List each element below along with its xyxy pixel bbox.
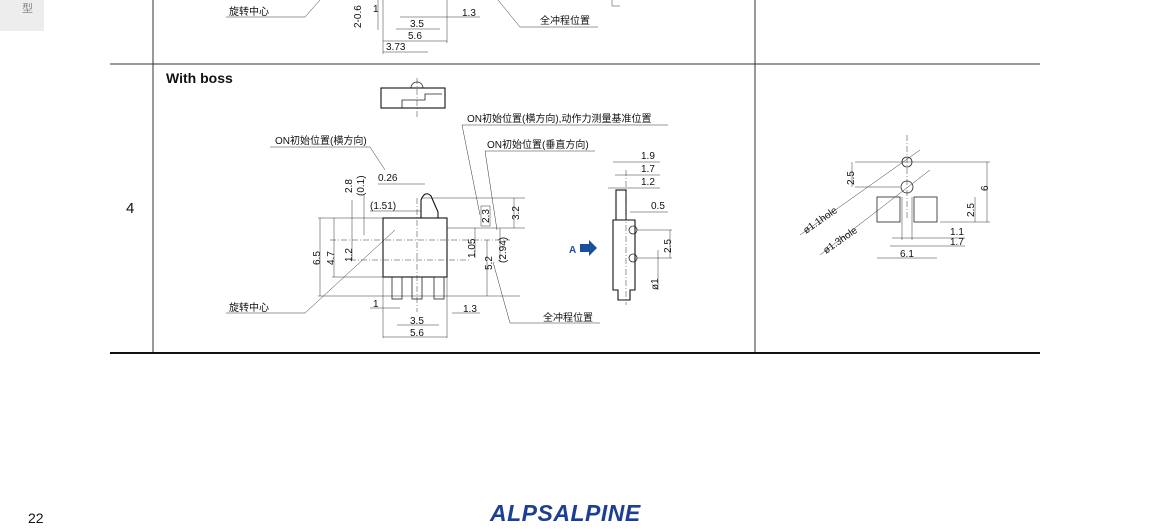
dim-label: 4.7 [326,251,337,265]
section-side-tab: 型 [0,0,44,31]
view-arrow-icon [580,240,597,256]
full-stroke-label: 全冲程位置 [543,311,593,324]
dim-label: 2.5 [966,203,977,217]
view-a-label: A [569,245,576,256]
dim-label: 6 [980,185,991,191]
full-stroke-label: 全冲程位置 [540,14,590,27]
drawing-stroke [612,219,636,301]
dim-label: 1.2 [641,177,655,188]
dim-label: 5.2 [484,256,495,270]
switch-dimension-drawing: ON初始位置(横方向),动作力测量基准位置 ON初始位置(横方向) ON初始位置… [226,78,668,339]
dim-label: (2.94) [498,237,509,263]
table-grid [110,0,1040,354]
drawing-stroke [913,196,938,223]
on-horizontal-label: ON初始位置(横方向) [275,134,367,147]
drawing-stroke [615,189,627,221]
dim-label: 3.5 [410,19,424,30]
on-vertical-label: ON初始位置(垂直方向) [487,138,589,151]
dim-label: 1.3 [462,8,476,19]
drawing-stroke [391,276,403,300]
dim-label: 0.5 [651,201,665,212]
dim-label: 6.1 [900,249,914,260]
rotation-center-label: 旋转中心 [229,5,269,18]
drawing-stroke [401,93,442,108]
dim-label: (1.51) [370,201,396,212]
dim-label: ø1 [650,278,661,290]
dim-label: (0.1) [356,175,367,196]
drawing-stroke [484,150,498,231]
drawing-stroke [799,149,921,236]
dim-label: 2.5 [663,239,674,253]
dim-label: 2-0.6 [353,5,364,28]
drawing-stroke [226,229,396,314]
dim-label: 5.6 [408,31,422,42]
drawing-stroke [369,146,386,171]
dim-label: 1.3 [463,304,477,315]
dim-label: 5.6 [410,328,424,339]
dim-label: 2.3 [481,209,492,223]
pcb-layout-drawing: 2.5 6 2.5 ø1.1hole ø1.3hole 1.1 1.7 6.1 [799,135,991,260]
hole-label: ø1.3hole [821,225,860,257]
dim-label: 1 [373,299,379,310]
drawing-stroke [611,0,620,7]
row-number: 4 [126,200,135,217]
on-horizontal-force-ref-label: ON初始位置(横方向),动作力测量基准位置 [467,112,651,125]
dim-label: 1.05 [467,238,478,258]
side-tab-label: 型 [22,3,33,15]
dim-label: 1.7 [641,164,655,175]
variant-title: With boss [166,70,233,86]
page-number: 22 [28,510,44,526]
drawing-stroke [380,87,446,109]
dim-label: 3.73 [386,42,406,53]
dim-label: 3.2 [511,206,522,220]
rotation-center-label: 旋转中心 [229,301,269,314]
drawing-stroke [480,205,491,227]
drawing-stroke [497,0,598,28]
dim-label: 1 [373,4,379,15]
dim-label: 1.7 [950,237,964,248]
drawing-stroke [819,169,931,256]
drawing-stroke [420,193,439,219]
dim-label: 6.5 [312,251,323,265]
dim-label: 2.5 [846,171,857,185]
side-view-drawing: A 1.9 1.7 1.2 0.5 2.5 ø1 [569,151,674,305]
dim-label: 2.8 [344,179,355,193]
dim-label: 3.5 [410,316,424,327]
drawing-stroke [900,180,914,194]
drawing-stroke [382,217,448,278]
drawing-stroke [876,196,901,223]
dim-label: 1.2 [344,248,355,262]
drawing-stroke [226,0,321,18]
drawing-stroke [492,261,600,324]
previous-row-drawing: 旋转中心 2-0.6 1 1.3 3.5 5.6 3.73 全冲程位置 [226,0,620,54]
drawing-stroke [461,124,481,216]
hole-label: ø1.1hole [801,205,840,237]
alpsalpine-logo: ALPSALPINE [490,500,641,526]
drawing-stroke [433,276,445,300]
dim-label: 1.9 [641,151,655,162]
dim-label: 1.1 [950,227,964,238]
dim-label: 0.26 [378,173,398,184]
